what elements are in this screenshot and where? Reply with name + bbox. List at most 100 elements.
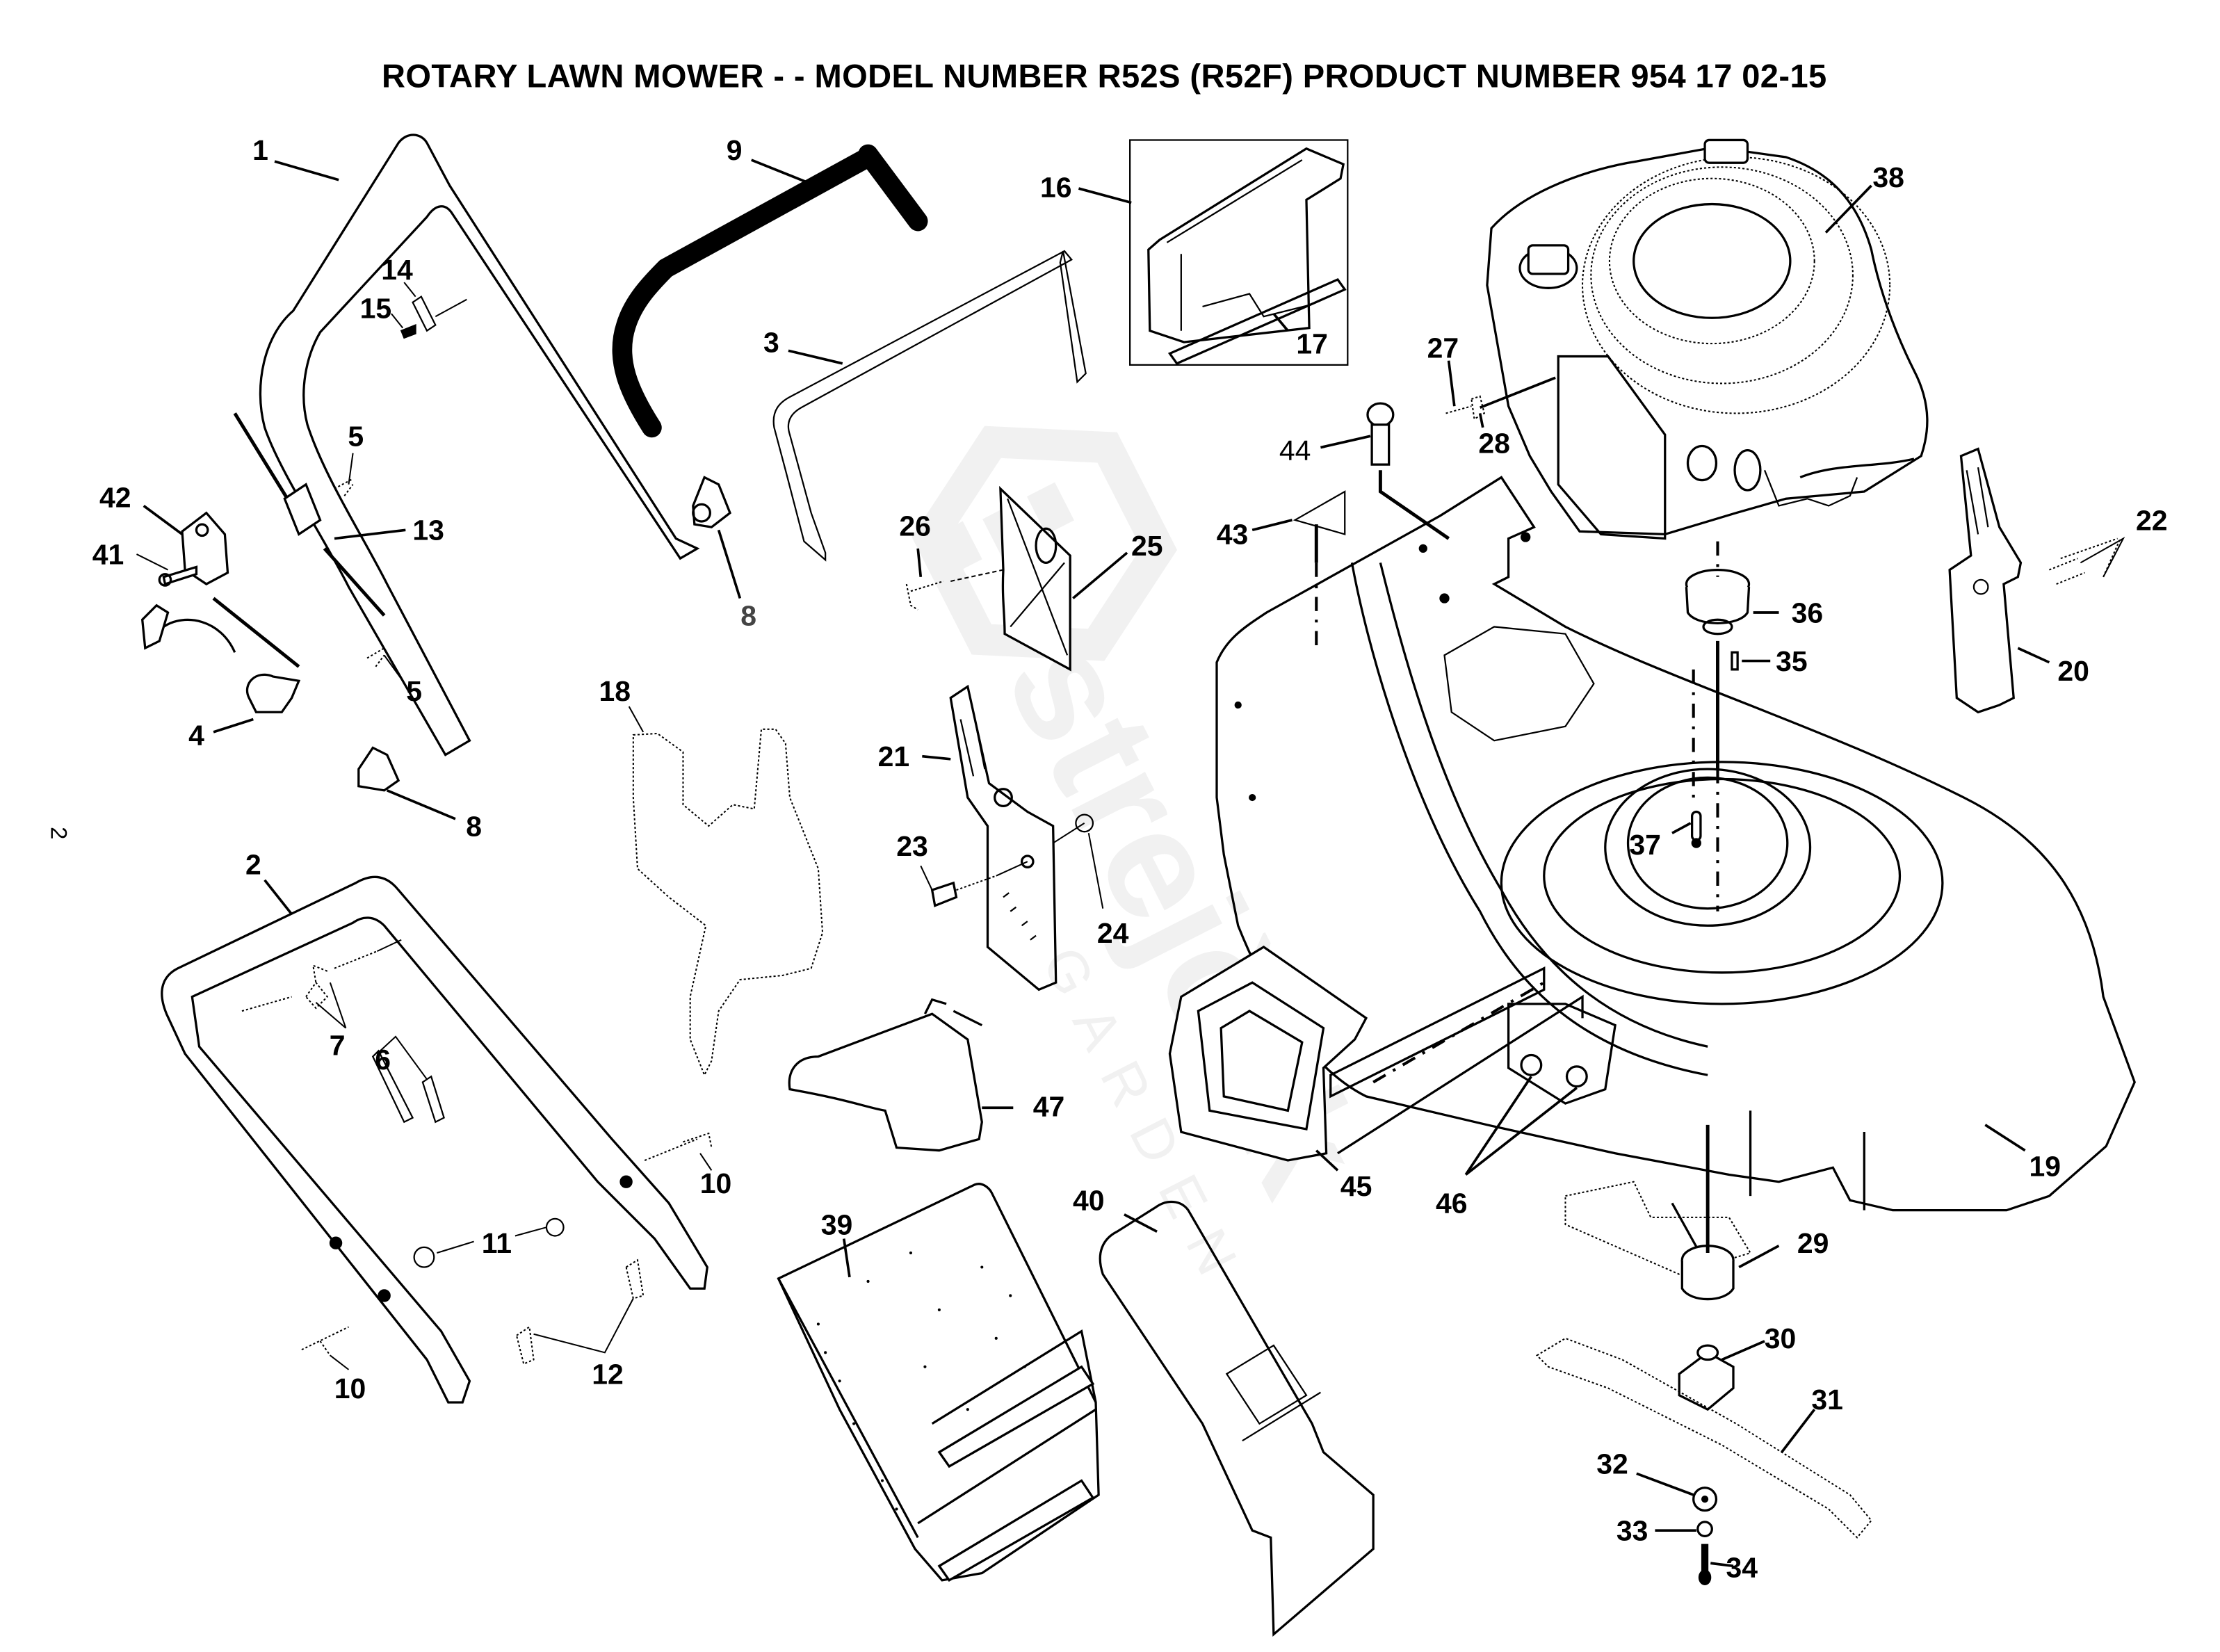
part-5-cable-tie-upper [334,453,354,496]
page-number: 2 [47,827,72,839]
part-8-handle-knob-lower [357,746,456,820]
callout-4: 4 [188,719,204,751]
callout-5-lower: 5 [406,675,422,707]
part-3-bail-wire [772,250,1087,562]
part-21-height-adjuster-left [922,684,1058,991]
bag-texture [816,1251,1026,1511]
callout-3: 3 [763,326,779,358]
callout-7: 7 [330,1030,346,1062]
callout-6: 6 [375,1044,391,1076]
callout-35: 35 [1776,645,1808,677]
leader-1 [274,160,339,181]
part-29-blade-adapter [1564,1124,1780,1301]
part-24-nut [1053,813,1104,909]
callout-15: 15 [360,292,392,324]
part-14-cable-guide [403,282,467,332]
callout-38: 38 [1872,161,1904,193]
part-4-cable-clip [140,604,301,734]
callout-11: 11 [482,1227,512,1259]
callout-36: 36 [1792,597,1824,629]
part-44-bolt [1366,402,1450,540]
callout-12: 12 [592,1358,624,1390]
callout-5-upper: 5 [348,421,364,453]
part-35-key [1716,640,1771,912]
part-43-decal [1293,490,1346,649]
leader-28 [1478,413,1484,428]
callout-46: 46 [1436,1188,1468,1220]
part-39-grass-bag [777,1183,1100,1582]
leader-20 [2017,647,2050,664]
callout-10-upper: 10 [700,1167,732,1199]
part-8-handle-knob-upper [692,476,742,599]
part-34-blade-bolt [1698,1544,1734,1585]
callout-30: 30 [1765,1322,1797,1354]
callout-42: 42 [99,482,131,514]
part-7-carriage-bolts [241,939,402,1029]
part-5-cable-tie-lower [366,647,404,681]
callout-19: 19 [2029,1151,2061,1183]
leader-19 [1984,1124,2026,1152]
part-6-handle-bolts [371,1035,445,1124]
part-18-mulch-plug [628,706,824,1077]
callout-14: 14 [381,254,413,286]
part-22-bolts-leader [2080,536,2125,578]
part-45-side-discharge-chute [1168,946,1584,1162]
callout-24: 24 [1097,917,1129,949]
callout-43: 43 [1217,519,1249,551]
callout-27: 27 [1427,332,1459,364]
callout-labels: 1 2 3 4 5 5 6 7 8 8 9 10 10 11 12 13 14 … [92,134,2168,1584]
leader-38 [1824,184,1872,234]
part-12-hair-pin-clips [515,1258,645,1366]
callout-31: 31 [1811,1384,1843,1416]
part-36-flywheel-adapter [1685,541,1779,635]
part-25-rear-shield [999,485,1128,672]
diagram-title: ROTARY LAWN MOWER - - MODEL NUMBER R52S … [382,58,1827,95]
part-1-upper-handle [259,133,700,756]
leader-43 [1251,519,1293,532]
part-41-screw [136,553,198,587]
callout-28: 28 [1478,428,1510,460]
leader-9 [751,159,809,184]
callout-13: 13 [412,515,444,546]
leader-44 [1320,435,1371,449]
callout-16: 16 [1040,171,1072,203]
part-46-nuts [1464,1003,1617,1176]
part-10-handle-pin-upper [644,1132,713,1171]
leader-16 [1078,187,1132,204]
callout-32: 32 [1596,1448,1628,1480]
callout-9: 9 [727,134,743,166]
part-10-handle-pin-lower [301,1326,350,1370]
part-26-screw [905,548,1004,610]
callout-40: 40 [1073,1185,1105,1217]
watermark-logo-icon [912,426,1178,661]
callout-34: 34 [1726,1552,1758,1584]
part-15-screw [391,313,416,339]
callout-17: 17 [1296,327,1328,359]
callout-20: 20 [2057,655,2089,687]
part-47-discharge-deflector [788,998,1014,1152]
callout-8-upper: 8 [740,599,756,631]
callout-25: 25 [1131,530,1163,562]
callout-10-lower: 10 [334,1372,366,1404]
part-30-blade-holder [1678,1340,1765,1411]
part-27-28-clip [1445,376,1556,421]
callout-29: 29 [1797,1227,1829,1259]
callout-21: 21 [878,740,910,772]
callout-26: 26 [899,510,931,542]
part-38-engine [1486,138,1929,540]
callout-41: 41 [92,538,124,570]
part-20-height-adjuster-right [1948,447,2121,714]
part-11-nuts [413,1217,565,1268]
callout-37: 37 [1629,829,1661,861]
part-32-washer [1636,1472,1718,1512]
callout-45: 45 [1340,1170,1372,1202]
callout-8-lower: 8 [466,810,482,842]
callout-23: 23 [896,830,928,862]
part-42-throttle-control [143,504,229,585]
leader-3 [788,349,843,365]
callout-47: 47 [1033,1091,1065,1123]
callout-22: 22 [2136,504,2168,536]
part-31-blade [1535,1337,1872,1539]
leader-17 [1272,312,1289,332]
